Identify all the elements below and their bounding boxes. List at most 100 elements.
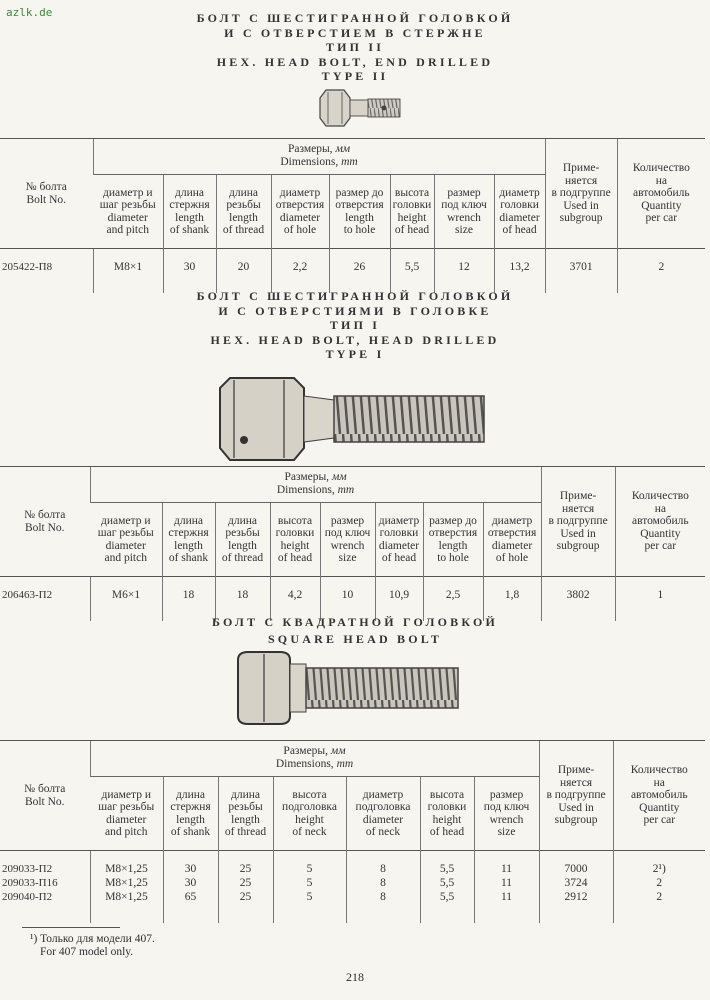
cell: 1 (614, 588, 706, 603)
spacer-cell (482, 576, 542, 589)
text-line: диаметр и (101, 514, 151, 527)
spacer-cell (422, 602, 483, 621)
text-line: per car (644, 540, 677, 553)
unit-label: мм (335, 143, 351, 155)
text-line: головки (379, 527, 419, 539)
cell: 30 (162, 876, 218, 891)
spacer-cell (0, 576, 90, 589)
cell: 5 (272, 890, 346, 905)
title-line: БОЛТ С ШЕСТИГРАННОЙ ГОЛОВКОЙ (196, 11, 514, 25)
unit-label: мм (330, 745, 346, 757)
text-line: wrench (489, 813, 524, 826)
text-line: автомобиль (632, 187, 690, 200)
text-line: of head (429, 826, 465, 838)
spacer-cell (374, 602, 423, 621)
text-line: высота (292, 788, 327, 801)
text-line: диаметр и (103, 186, 153, 199)
cell: 5,5 (419, 862, 474, 877)
text-line: няется (565, 174, 598, 187)
text-line: Приме- (557, 764, 595, 777)
text-line: diameter (378, 539, 420, 552)
text-line: length (175, 211, 204, 224)
text-line: длина (173, 514, 203, 527)
cell: 25 (217, 876, 273, 891)
text-line: няется (559, 776, 593, 789)
text-line: of shank (168, 552, 209, 564)
spacer-cell (345, 904, 420, 923)
text-line: длина (228, 186, 258, 199)
spacer-cell (493, 248, 546, 261)
spacer-cell (89, 850, 163, 863)
text-line: подголовка (355, 801, 411, 813)
text-line: size (455, 224, 473, 236)
text-line: length (231, 813, 260, 826)
cell: 65 (162, 890, 218, 905)
text-line: to hole (437, 552, 469, 564)
title-line: И С ОТВЕРСТИЯМИ В ГОЛОВКЕ (218, 303, 492, 318)
text-line: of neck (292, 826, 327, 838)
text-line: размер (447, 186, 481, 199)
spacer-cell (473, 850, 540, 863)
text-line: height (295, 813, 324, 826)
text-line: Dimensions, mm (280, 155, 358, 168)
cell: 8 (345, 890, 420, 905)
text-line: головки (392, 199, 432, 211)
hex-bolt-end-drilled-illustration (319, 89, 401, 127)
footnote: ¹) Только для модели 407. For 407 model … (30, 933, 155, 958)
spacer-cell (161, 576, 215, 589)
cell: 11 (473, 876, 540, 891)
spacer-cell (270, 274, 329, 293)
spacer-cell (89, 904, 163, 923)
cell: 1,8 (482, 588, 542, 603)
spacer-cell (544, 248, 618, 261)
text-line: № болта (25, 181, 67, 193)
cell: 2,5 (422, 588, 483, 603)
cell: 5,5 (419, 876, 474, 891)
cell: 3802 (540, 588, 616, 603)
cell: M8×1,25 (89, 876, 163, 891)
text-line: головки (500, 199, 539, 211)
spacer-cell (614, 602, 706, 621)
text-line: per car (643, 814, 676, 827)
title-line: HEX. HEAD BOLT, HEAD DRILLED (210, 332, 500, 347)
text-line: головки (275, 527, 315, 539)
text-line: Quantity (641, 199, 682, 212)
text-line: of hole (495, 552, 529, 564)
text-line: диаметр (491, 514, 533, 527)
spacer-cell (419, 904, 474, 923)
spacer-cell (616, 248, 706, 261)
text-line: size (497, 826, 516, 838)
spacer-cell (214, 602, 270, 621)
cell: 11 (473, 890, 540, 905)
spacer-cell (345, 850, 420, 863)
text-line: diameter (491, 539, 533, 552)
text-line: to hole (343, 224, 376, 236)
spacer-cell (540, 602, 616, 621)
spacer-cell (612, 904, 706, 923)
text-line: Размеры, мм (284, 471, 347, 483)
spacer-cell (328, 274, 390, 293)
text-line: диаметр и (101, 788, 151, 801)
text-line: длина (230, 788, 260, 801)
spacer-cell (544, 274, 618, 293)
text-line: размер (330, 514, 365, 527)
text-line: автомобиль (630, 789, 688, 802)
text-line: Dimensions, mm (276, 483, 355, 496)
text-line: height (397, 211, 427, 224)
unit-label: mm (336, 757, 354, 770)
text-line: высота (277, 514, 313, 527)
title-line: ТИП II (325, 40, 385, 54)
